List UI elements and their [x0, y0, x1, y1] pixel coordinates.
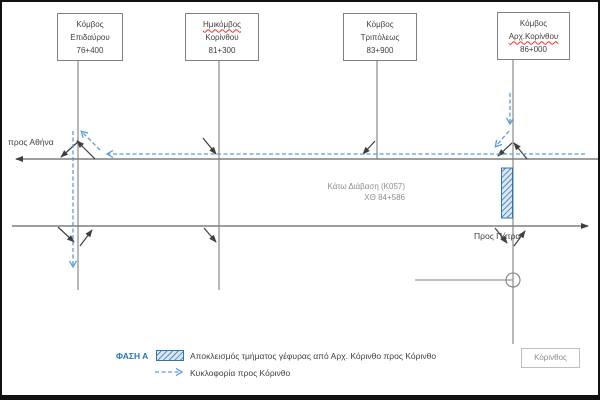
junction-box-epidavrou: Κόμβος Επιδαύρου 76+400	[57, 13, 123, 61]
misspelled-word: Ημικόμβος	[202, 19, 242, 29]
junction-box-arch-korinthou: Κόμβος Αρχ.Κορίνθου 86+000	[497, 12, 570, 60]
legend-item-closure: Αποκλεισμός τμήματος γέφυρας από Αρχ. Κό…	[190, 351, 437, 361]
underpass-chainage: ΧΘ 84+586	[364, 193, 405, 202]
junction-box-line: Ημικόμβος	[186, 18, 258, 31]
ramp-arrow-j4-bottom-on	[513, 230, 526, 247]
underpass-label: Κάτω Διάβαση (Κ057) ΧΘ 84+586	[295, 181, 405, 203]
korinthos-town-box: Κόρινθος	[521, 348, 580, 368]
ramp-arrow-j1-merge	[60, 140, 80, 158]
label-towards-patras: Προς Πάτρα	[474, 231, 521, 241]
ramp-arrow-j4-bottom-off	[494, 227, 508, 244]
phase-label: ΦΑΣΗ Α	[116, 351, 149, 361]
legend-item-traffic: Κυκλοφορία προς Κόρινθο	[190, 368, 291, 378]
traffic-flow-j1-exit-dashed	[82, 132, 101, 151]
ramp-arrow-j1-exit	[76, 140, 96, 160]
dashed-arrow-swatch	[155, 367, 188, 377]
junction-box-line: Αρχ.Κορίνθου	[498, 30, 569, 43]
ramp-arrow-j3-top	[362, 140, 376, 155]
label-towards-athens: προς Αθήνα	[8, 137, 54, 147]
hatched-rect-swatch	[156, 350, 184, 361]
roundabout-circle	[505, 272, 521, 288]
junction-box-line: Κόμβος	[76, 19, 104, 29]
ramp-arrow-j2-top	[202, 137, 217, 155]
junction-box-line: Κορίνθου	[205, 32, 239, 42]
junction-box-line: Τριπόλεως	[360, 32, 400, 42]
junction-box-chainage: 81+300	[208, 45, 236, 55]
junction-box-korinthou: Ημικόμβος Κορίνθου 81+300	[185, 13, 259, 61]
ramp-arrow-j2-bottom-off	[203, 227, 217, 243]
misspelled-word: Αρχ.Κορίνθου	[508, 31, 559, 41]
junction-box-line: Επιδαύρου	[70, 32, 110, 42]
junction-box-tripoleos: Κόμβος Τριπόλεως 83+900	[343, 13, 417, 61]
traffic-flow-j4-ramp-dashed	[496, 130, 510, 146]
ramp-arrow-j1-bottom-off	[57, 226, 75, 243]
junction-box-chainage: 86+000	[520, 44, 547, 54]
underpass-name: Κάτω Διάβαση (Κ057)	[327, 182, 405, 191]
junction-box-chainage: 76+400	[76, 45, 104, 55]
ramp-arrow-j4-exit	[513, 142, 528, 160]
closed-bridge-hatch	[501, 167, 513, 219]
junction-box-chainage: 83+900	[366, 45, 394, 55]
junction-box-line: Κόμβος	[519, 18, 548, 28]
ramp-arrow-j1-bottom-on	[79, 229, 93, 247]
junction-box-line: Κόμβος	[366, 19, 394, 29]
